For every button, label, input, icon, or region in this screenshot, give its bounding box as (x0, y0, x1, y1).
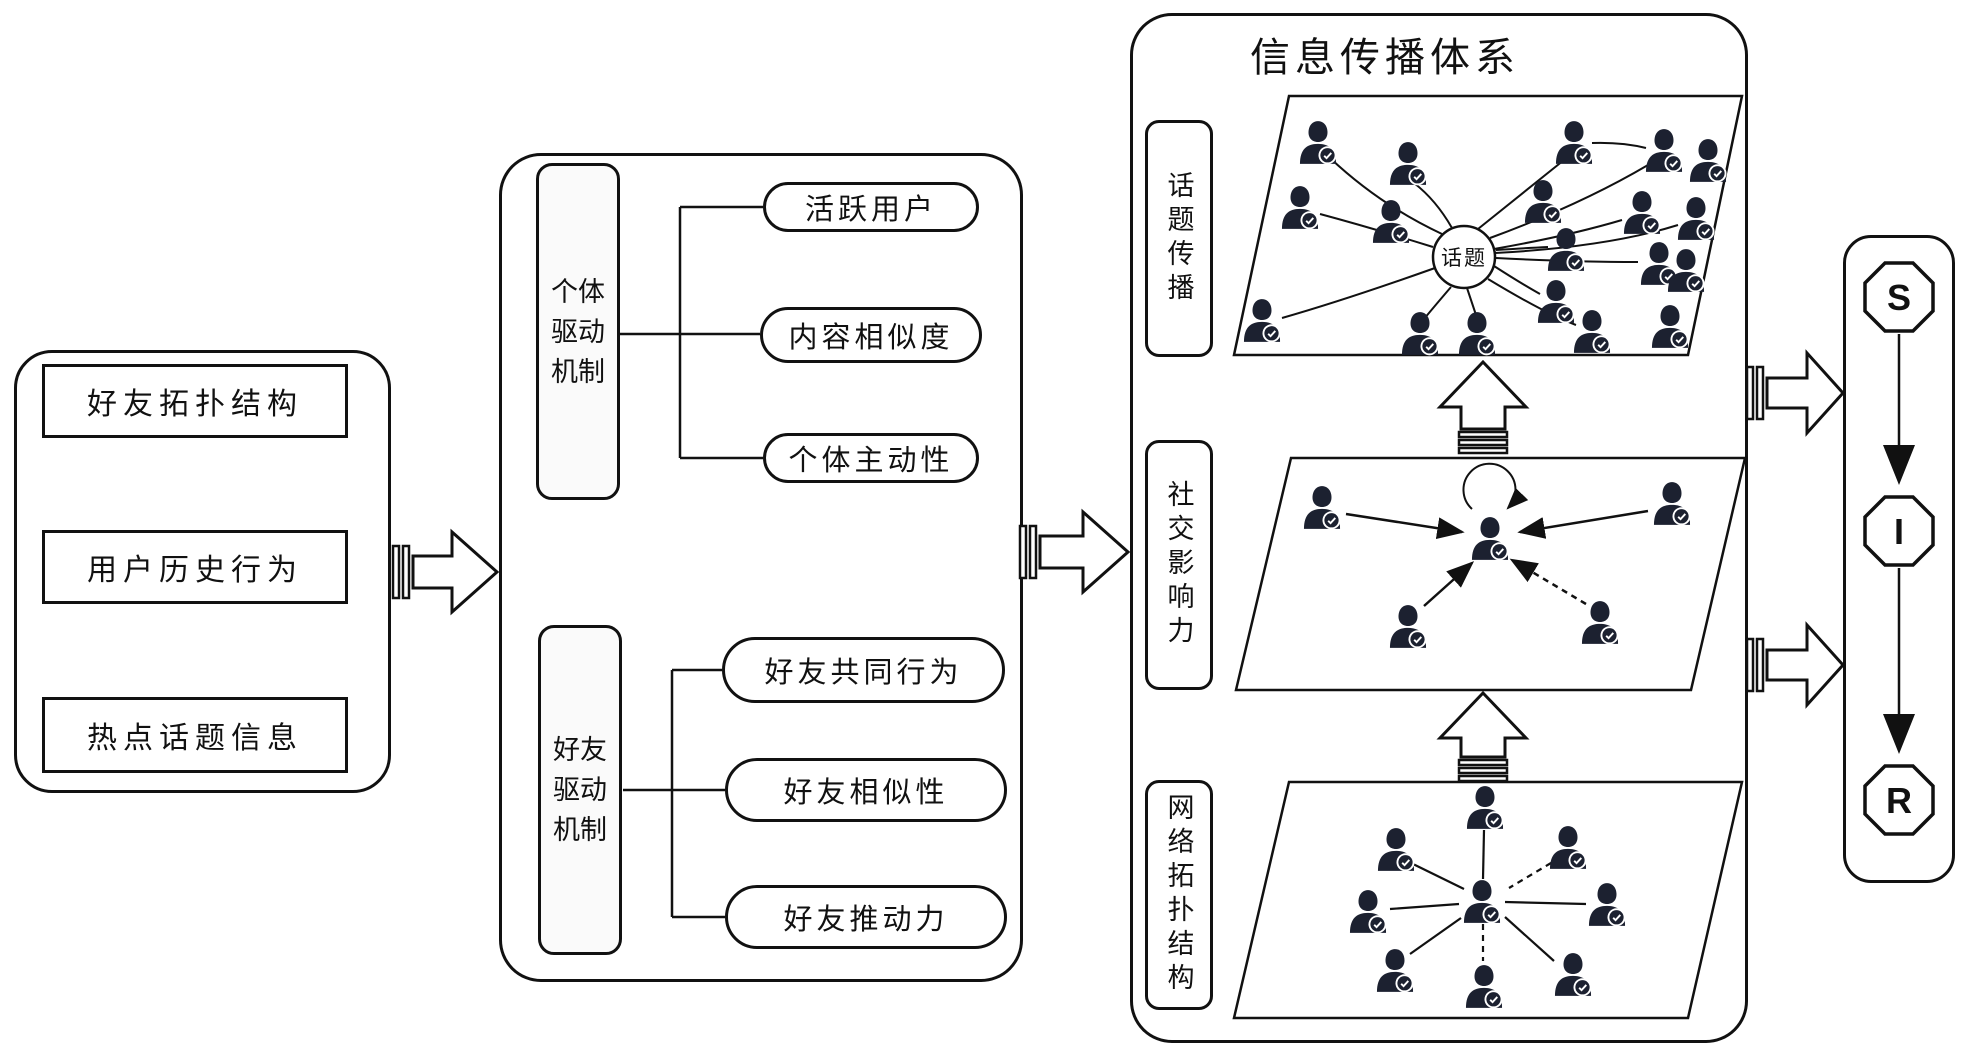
social-influence-network (1303, 462, 1691, 649)
social-influence-arrows (1345, 509, 1649, 607)
topic-circle-label: 话题 (1441, 247, 1487, 270)
self-loop-arrow-icon (1462, 462, 1529, 510)
topic-circle (1431, 224, 1497, 290)
propagation-system-title: 信息传播体系 (1250, 36, 1520, 80)
factor-friend-common-behavior: 好友共同行为 (722, 637, 1005, 703)
input-panel (14, 350, 391, 793)
factor-friend-driving-force: 好友推动力 (725, 885, 1007, 949)
factor-individual-initiative: 个体主动性 (763, 433, 979, 483)
individual-mechanism-connectors (620, 205, 763, 460)
individual-driven-mechanism-box: 个体 驱动 机制 (536, 163, 620, 500)
propagation-system-panel (1130, 13, 1748, 1043)
sir-chain: S I R (1863, 261, 1935, 836)
sir-model-panel (1843, 235, 1955, 883)
input-box-friend-topology: 好友拓扑结构 (42, 364, 348, 438)
sir-state-r-octagon (1863, 764, 1935, 836)
friend-driven-mechanism-box: 好友 驱动 机制 (538, 625, 622, 955)
block-arrow-propagation-to-sir-top (1745, 349, 1846, 437)
layer-label-network-topology: 网络拓扑结构 (1145, 780, 1213, 1010)
topology-network (1349, 785, 1626, 1009)
factor-friend-similarity: 好友相似性 (725, 758, 1007, 822)
sir-state-r-label: R (1886, 780, 1912, 821)
block-arrow-input-to-mechanism (391, 528, 500, 616)
factor-content-similarity: 内容相似度 (760, 307, 982, 363)
network-topology-plane (1232, 780, 1744, 1020)
topic-propagation-plane (1232, 94, 1744, 357)
up-block-arrow-topology-to-social (1436, 690, 1530, 783)
topic-network: 话题 (1243, 120, 1727, 356)
factor-active-users: 活跃用户 (763, 182, 979, 232)
sir-state-i-octagon (1863, 495, 1935, 567)
sir-state-i-label: I (1894, 511, 1904, 552)
sir-state-s-octagon (1863, 261, 1935, 333)
topology-edges (1389, 829, 1587, 962)
layer-label-topic-propagation: 话题传播 (1145, 120, 1213, 357)
block-arrow-mechanism-to-propagation (1018, 508, 1131, 596)
sir-state-s-label: S (1887, 277, 1911, 318)
layer-label-social-influence: 社交影响力 (1145, 440, 1213, 690)
friend-mechanism-connectors (623, 668, 725, 919)
block-arrow-propagation-to-sir-bottom (1745, 621, 1846, 709)
up-block-arrow-social-to-topic (1436, 359, 1530, 455)
input-box-hot-topic: 热点话题信息 (42, 697, 348, 773)
input-box-user-history: 用户历史行为 (42, 530, 348, 604)
